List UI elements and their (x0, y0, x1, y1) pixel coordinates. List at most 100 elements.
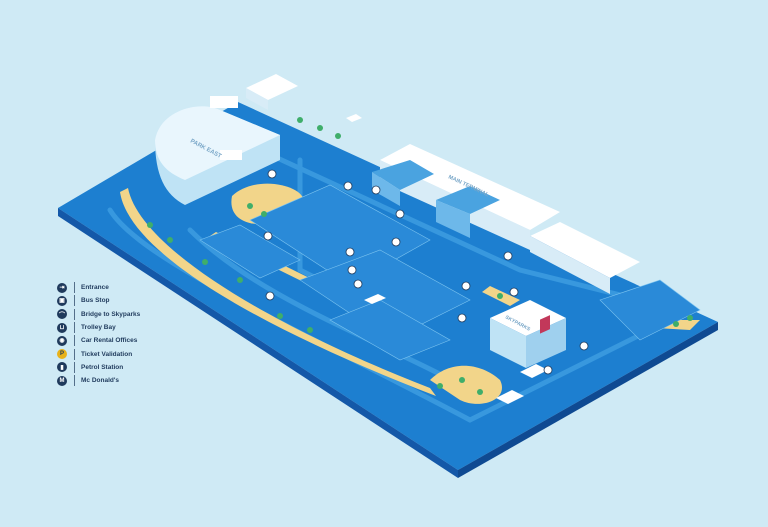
legend-item: ⊔ Trolley Bay (57, 321, 187, 334)
map-pin[interactable] (457, 313, 467, 323)
legend-divider (74, 348, 75, 360)
kiosk-2 (496, 390, 524, 404)
tree (167, 237, 173, 243)
legend-label: Bridge to Skyparks (81, 310, 141, 318)
skyparks-building: SKYPARKS (490, 300, 566, 368)
legend-divider (74, 282, 75, 294)
tree (247, 203, 253, 209)
map-pin[interactable] (371, 185, 381, 195)
map-legend: ⇥ Entrance ▣ Bus Stop ⌒ Bridge to Skyparks ⊔ Tr… (57, 281, 187, 387)
legend-divider (74, 335, 75, 347)
terminal-glass-block-2 (436, 186, 500, 214)
tree (459, 377, 465, 383)
map-pin[interactable] (579, 341, 589, 351)
base-side-left (58, 208, 458, 478)
car-rental-icon: ◉ (57, 335, 67, 346)
map-pin[interactable] (391, 237, 401, 247)
terminal-glass-block-1-front (372, 172, 400, 206)
skyparks-signage (540, 315, 550, 334)
map-pin[interactable] (509, 287, 519, 297)
map-pin[interactable] (543, 365, 553, 375)
legend-label: Bus Stop (81, 297, 110, 305)
tree (147, 222, 153, 228)
tree (277, 313, 283, 319)
top-building-side (246, 88, 268, 110)
small-structures (346, 114, 548, 404)
legend-divider (74, 375, 75, 387)
legend-label: Trolley Bay (81, 324, 116, 332)
skyparks-front-left (490, 318, 526, 368)
tree (261, 211, 267, 217)
skyparks-front-right (526, 318, 566, 368)
tree (497, 293, 503, 299)
tree (202, 259, 208, 265)
tree (437, 383, 443, 389)
map-pin[interactable] (267, 169, 277, 179)
terminal-glass-block-1 (372, 160, 434, 190)
parking-lots (199, 184, 701, 361)
map-pin[interactable] (265, 291, 275, 301)
map-pin[interactable] (503, 251, 513, 261)
tree (317, 125, 323, 131)
legend-item: ▣ Bus Stop (57, 294, 187, 307)
park-east-rooftop-box-2 (220, 150, 242, 160)
tree (237, 277, 243, 283)
tree (335, 133, 341, 139)
tree (687, 315, 693, 321)
tree (297, 117, 303, 123)
tree (477, 389, 483, 395)
parking-lot-east (599, 279, 701, 341)
top-building (246, 74, 298, 110)
kiosk-3 (364, 294, 386, 304)
legend-divider (74, 308, 75, 320)
legend-item: M Mc Donald's (57, 374, 187, 387)
map-pin[interactable] (345, 247, 355, 257)
legend-item: ▮ Petrol Station (57, 361, 187, 374)
legend-label: Petrol Station (81, 363, 124, 371)
terminal-east-roof (530, 222, 640, 278)
top-building-roof (246, 74, 298, 100)
skyparks-roof (490, 300, 566, 336)
legend-divider (74, 361, 75, 373)
main-terminal-building: MAIN TERMINAL (372, 144, 640, 294)
map-pin[interactable] (353, 279, 363, 289)
parking-lot-lower (329, 299, 451, 361)
legend-item: ◉ Car Rental Offices (57, 334, 187, 347)
map-pin[interactable] (461, 281, 471, 291)
base-side-right (458, 322, 718, 478)
park-east-rooftop-box (210, 96, 238, 108)
legend-item: ⇥ Entrance (57, 281, 187, 294)
sand-bottom-right (430, 365, 502, 404)
legend-divider (74, 322, 75, 334)
park-east-building: PARK EAST (155, 96, 280, 205)
legend-item: P Ticket Validation (57, 347, 187, 360)
map-pins (263, 169, 589, 375)
bus-icon: ▣ (57, 295, 67, 306)
inner-road (187, 227, 473, 393)
legend-divider (74, 295, 75, 307)
tree (673, 321, 679, 327)
parking-lot-west (199, 224, 301, 279)
entrance-icon: ⇥ (57, 282, 67, 293)
trolley-icon: ⊔ (57, 322, 67, 333)
map-pin[interactable] (263, 231, 273, 241)
terminal-glass-block-2-front (436, 200, 470, 238)
legend-label: Entrance (81, 284, 109, 292)
map-pin[interactable] (395, 209, 405, 219)
kiosk-1 (520, 364, 548, 378)
trees (147, 117, 693, 395)
petrol-icon: ▮ (57, 362, 67, 373)
park-east-roof (155, 106, 280, 180)
parking-ticket-icon: P (57, 349, 67, 360)
map-pin[interactable] (347, 265, 357, 275)
tree (307, 327, 313, 333)
mcdonalds-icon: M (57, 375, 67, 386)
legend-item: ⌒ Bridge to Skyparks (57, 308, 187, 321)
legend-label: Car Rental Offices (81, 337, 138, 345)
terminal-east-front (530, 236, 610, 294)
bridge-icon: ⌒ (57, 309, 67, 320)
legend-label: Ticket Validation (81, 350, 133, 358)
legend-label: Mc Donald's (81, 377, 120, 385)
map-pin[interactable] (343, 181, 353, 191)
